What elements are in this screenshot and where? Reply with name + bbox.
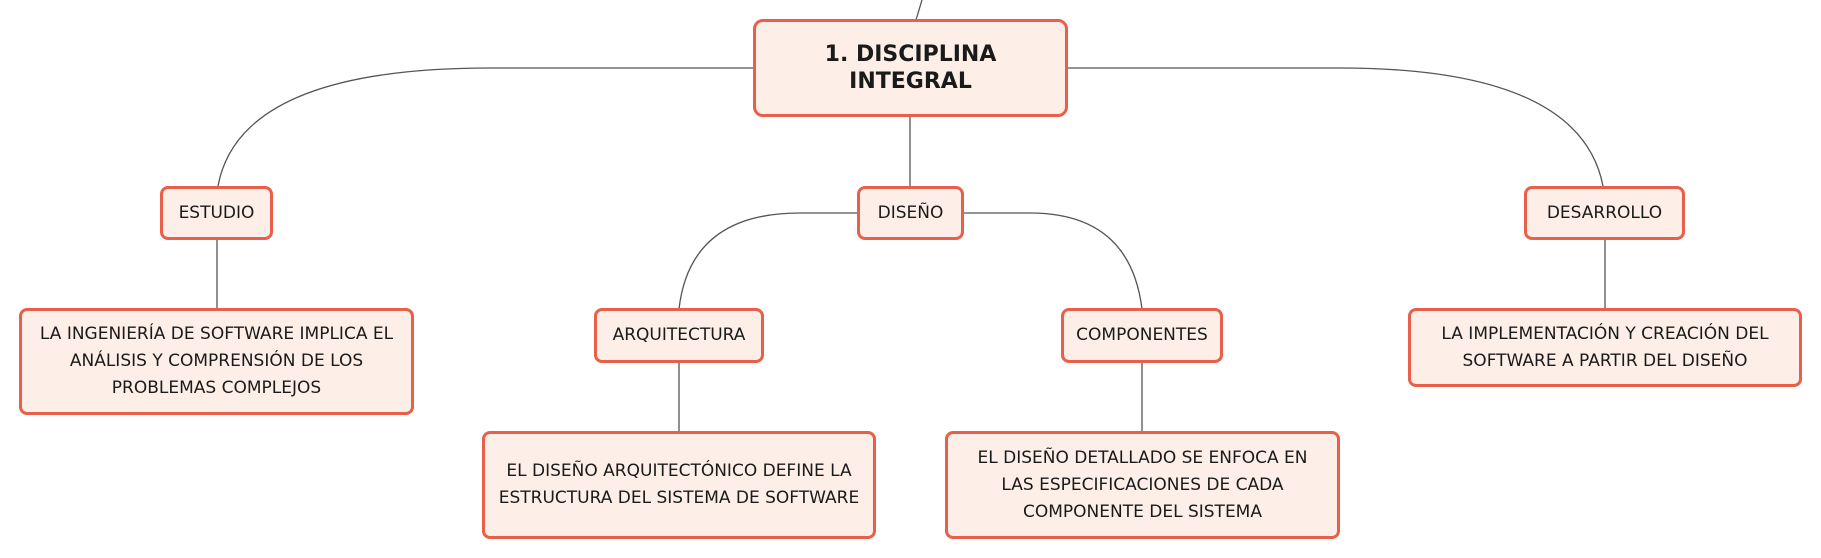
node-label: LA INGENIERÍA DE SOFTWARE IMPLICA EL ANÁ…	[39, 324, 394, 398]
node-label: COMPONENTES	[1076, 325, 1208, 345]
node-label: ARQUITECTURA	[612, 325, 746, 345]
node-label: 1. DISCIPLINA INTEGRAL	[824, 42, 997, 94]
node-label: DISEÑO	[877, 202, 944, 223]
node-label: ESTUDIO	[178, 202, 255, 223]
connector-root-desarrollo	[1066, 67, 1604, 187]
node-estudio-description[interactable]: LA INGENIERÍA DE SOFTWARE IMPLICA EL ANÁ…	[19, 308, 414, 415]
node-desarrollo[interactable]: DESARROLLO	[1524, 186, 1685, 240]
node-label: EL DISEÑO ARQUITECTÓNICO DEFINE LA ESTRU…	[498, 461, 860, 508]
connector-diseno-arquitectura	[678, 212, 858, 310]
node-componentes[interactable]: COMPONENTES	[1061, 308, 1223, 363]
node-estudio[interactable]: ESTUDIO	[160, 186, 273, 240]
node-diseno[interactable]: DISEÑO	[857, 186, 964, 240]
node-label: EL DISEÑO DETALLADO SE ENFOCA EN LAS ESP…	[977, 447, 1308, 522]
node-arquitectura[interactable]: ARQUITECTURA	[594, 308, 764, 363]
connector-root-estudio	[217, 67, 754, 187]
node-componentes-description[interactable]: EL DISEÑO DETALLADO SE ENFOCA EN LAS ESP…	[945, 431, 1340, 539]
node-disciplina-integral[interactable]: 1. DISCIPLINA INTEGRAL	[753, 19, 1068, 117]
node-desarrollo-description[interactable]: LA IMPLEMENTACIÓN Y CREACIÓN DEL SOFTWAR…	[1408, 308, 1802, 387]
node-label: LA IMPLEMENTACIÓN Y CREACIÓN DEL SOFTWAR…	[1441, 323, 1769, 371]
connector-parent-incoming	[915, 0, 923, 21]
node-arquitectura-description[interactable]: EL DISEÑO ARQUITECTÓNICO DEFINE LA ESTRU…	[482, 431, 876, 539]
connector-diseno-componentes	[962, 212, 1143, 310]
node-label: DESARROLLO	[1546, 202, 1663, 223]
